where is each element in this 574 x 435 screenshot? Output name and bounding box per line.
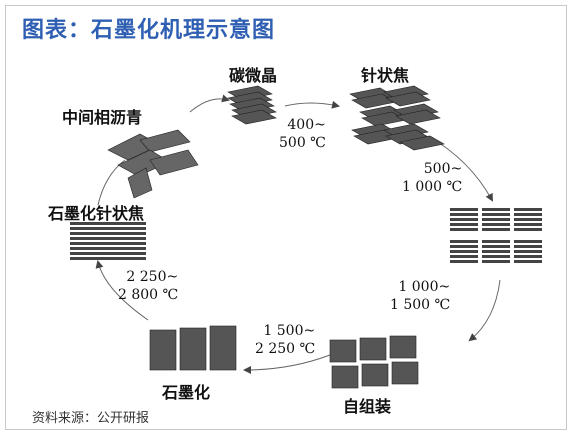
label-graphitization: 石墨化 — [162, 383, 211, 402]
cycle-path — [95, 94, 501, 374]
temp-range-5: 2 250~ 2 800 ℃ — [118, 268, 178, 304]
arc-stage3-to-self-assembled — [468, 279, 501, 342]
self-assembled-illustration — [329, 335, 419, 389]
page-title: 图表：石墨化机理示意图 — [22, 18, 276, 43]
temp-range-4-low: 1 500~ — [263, 323, 316, 339]
arc-microcrystal-to-needle-coke — [284, 100, 340, 109]
temp-range-3: 1 000~ 1 500 ℃ — [390, 278, 450, 314]
temp-range-2-high: 1 000 ℃ — [402, 179, 463, 195]
temp-range-2: 500~ 1 000 ℃ — [402, 160, 462, 196]
graphitized-needle-coke-illustration — [70, 222, 146, 260]
arc-needle-graphite-to-mesophase — [97, 159, 126, 206]
temp-range-3-low: 1 000~ — [398, 279, 451, 295]
temp-range-1-low: 400~ — [287, 117, 326, 133]
needle-coke-illustration — [349, 85, 445, 151]
temp-range-5-low: 2 250~ — [126, 269, 179, 285]
graphite-illustration — [149, 325, 237, 371]
figure-frame — [5, 5, 567, 430]
source-note: 资料来源：公开研报 — [32, 411, 150, 426]
temp-range-5-high: 2 800 ℃ — [118, 287, 179, 303]
label-carbon-microcrystal: 碳微晶 — [229, 66, 278, 85]
microcrystal-illustration — [227, 85, 277, 125]
mesophase-pitch-illustration — [107, 129, 199, 199]
stacked-layers-illustration — [450, 208, 542, 263]
temp-range-4: 1 500~ 2 250 ℃ — [255, 322, 315, 358]
temp-range-4-high: 2 250 ℃ — [255, 341, 316, 357]
label-self-assembled: 自组装 — [343, 397, 392, 416]
temp-range-3-high: 1 500 ℃ — [390, 297, 451, 313]
arc-mesophase-to-microcrystal — [189, 94, 230, 113]
label-needle-coke: 针状焦 — [361, 66, 410, 85]
label-mesophase-pitch: 中间相沥青 — [62, 108, 143, 127]
temp-range-2-low: 500~ — [423, 161, 463, 177]
temp-range-1: 400~ 500 ℃ — [279, 116, 326, 152]
arc-graphite-to-needle-graphite — [95, 260, 149, 321]
label-graphitized-needle-coke: 石墨化针状焦 — [48, 204, 145, 223]
arc-self-assembled-to-graphite — [243, 354, 331, 374]
temp-range-1-high: 500 ℃ — [279, 135, 326, 151]
